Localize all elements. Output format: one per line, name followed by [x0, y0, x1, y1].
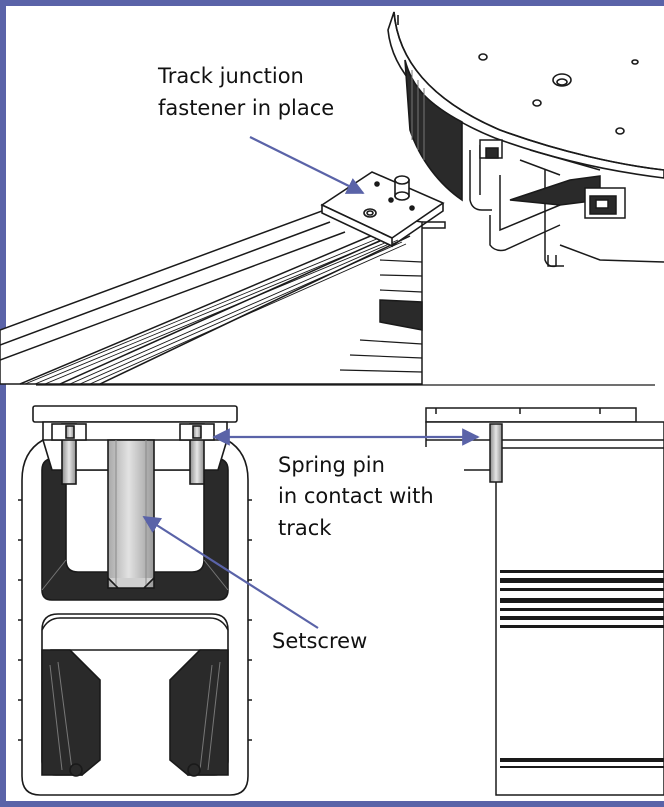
- spring-pin-label-line1: Spring pin: [278, 453, 385, 477]
- track-side-view: [425, 407, 664, 796]
- side-spring-pin: [489, 423, 503, 483]
- labels: Track junction fastener in place Spring …: [157, 64, 464, 653]
- track-extrusion-top: [0, 207, 446, 385]
- spring-pin-label-line2: in contact with: [278, 484, 434, 508]
- fastener-label-line2: fastener in place: [158, 96, 334, 120]
- side-plate: [425, 407, 637, 423]
- setscrew-label: Setscrew: [272, 629, 367, 653]
- fastener-plate-section: [32, 405, 238, 423]
- spring-pin-label-line3: track: [278, 516, 332, 540]
- setscrew-body: [107, 439, 155, 589]
- callout-arrows: [142, 136, 480, 629]
- track-cross-section: [18, 405, 252, 796]
- side-stripes: [500, 570, 664, 768]
- top-perspective-view: [0, 11, 664, 385]
- fastener-label-line1: Track junction: [157, 64, 304, 88]
- carriage-bracket: [469, 139, 664, 268]
- setscrew-arrow: [142, 516, 319, 629]
- turntable-disc: [387, 11, 664, 202]
- fastener-arrow: [249, 136, 365, 194]
